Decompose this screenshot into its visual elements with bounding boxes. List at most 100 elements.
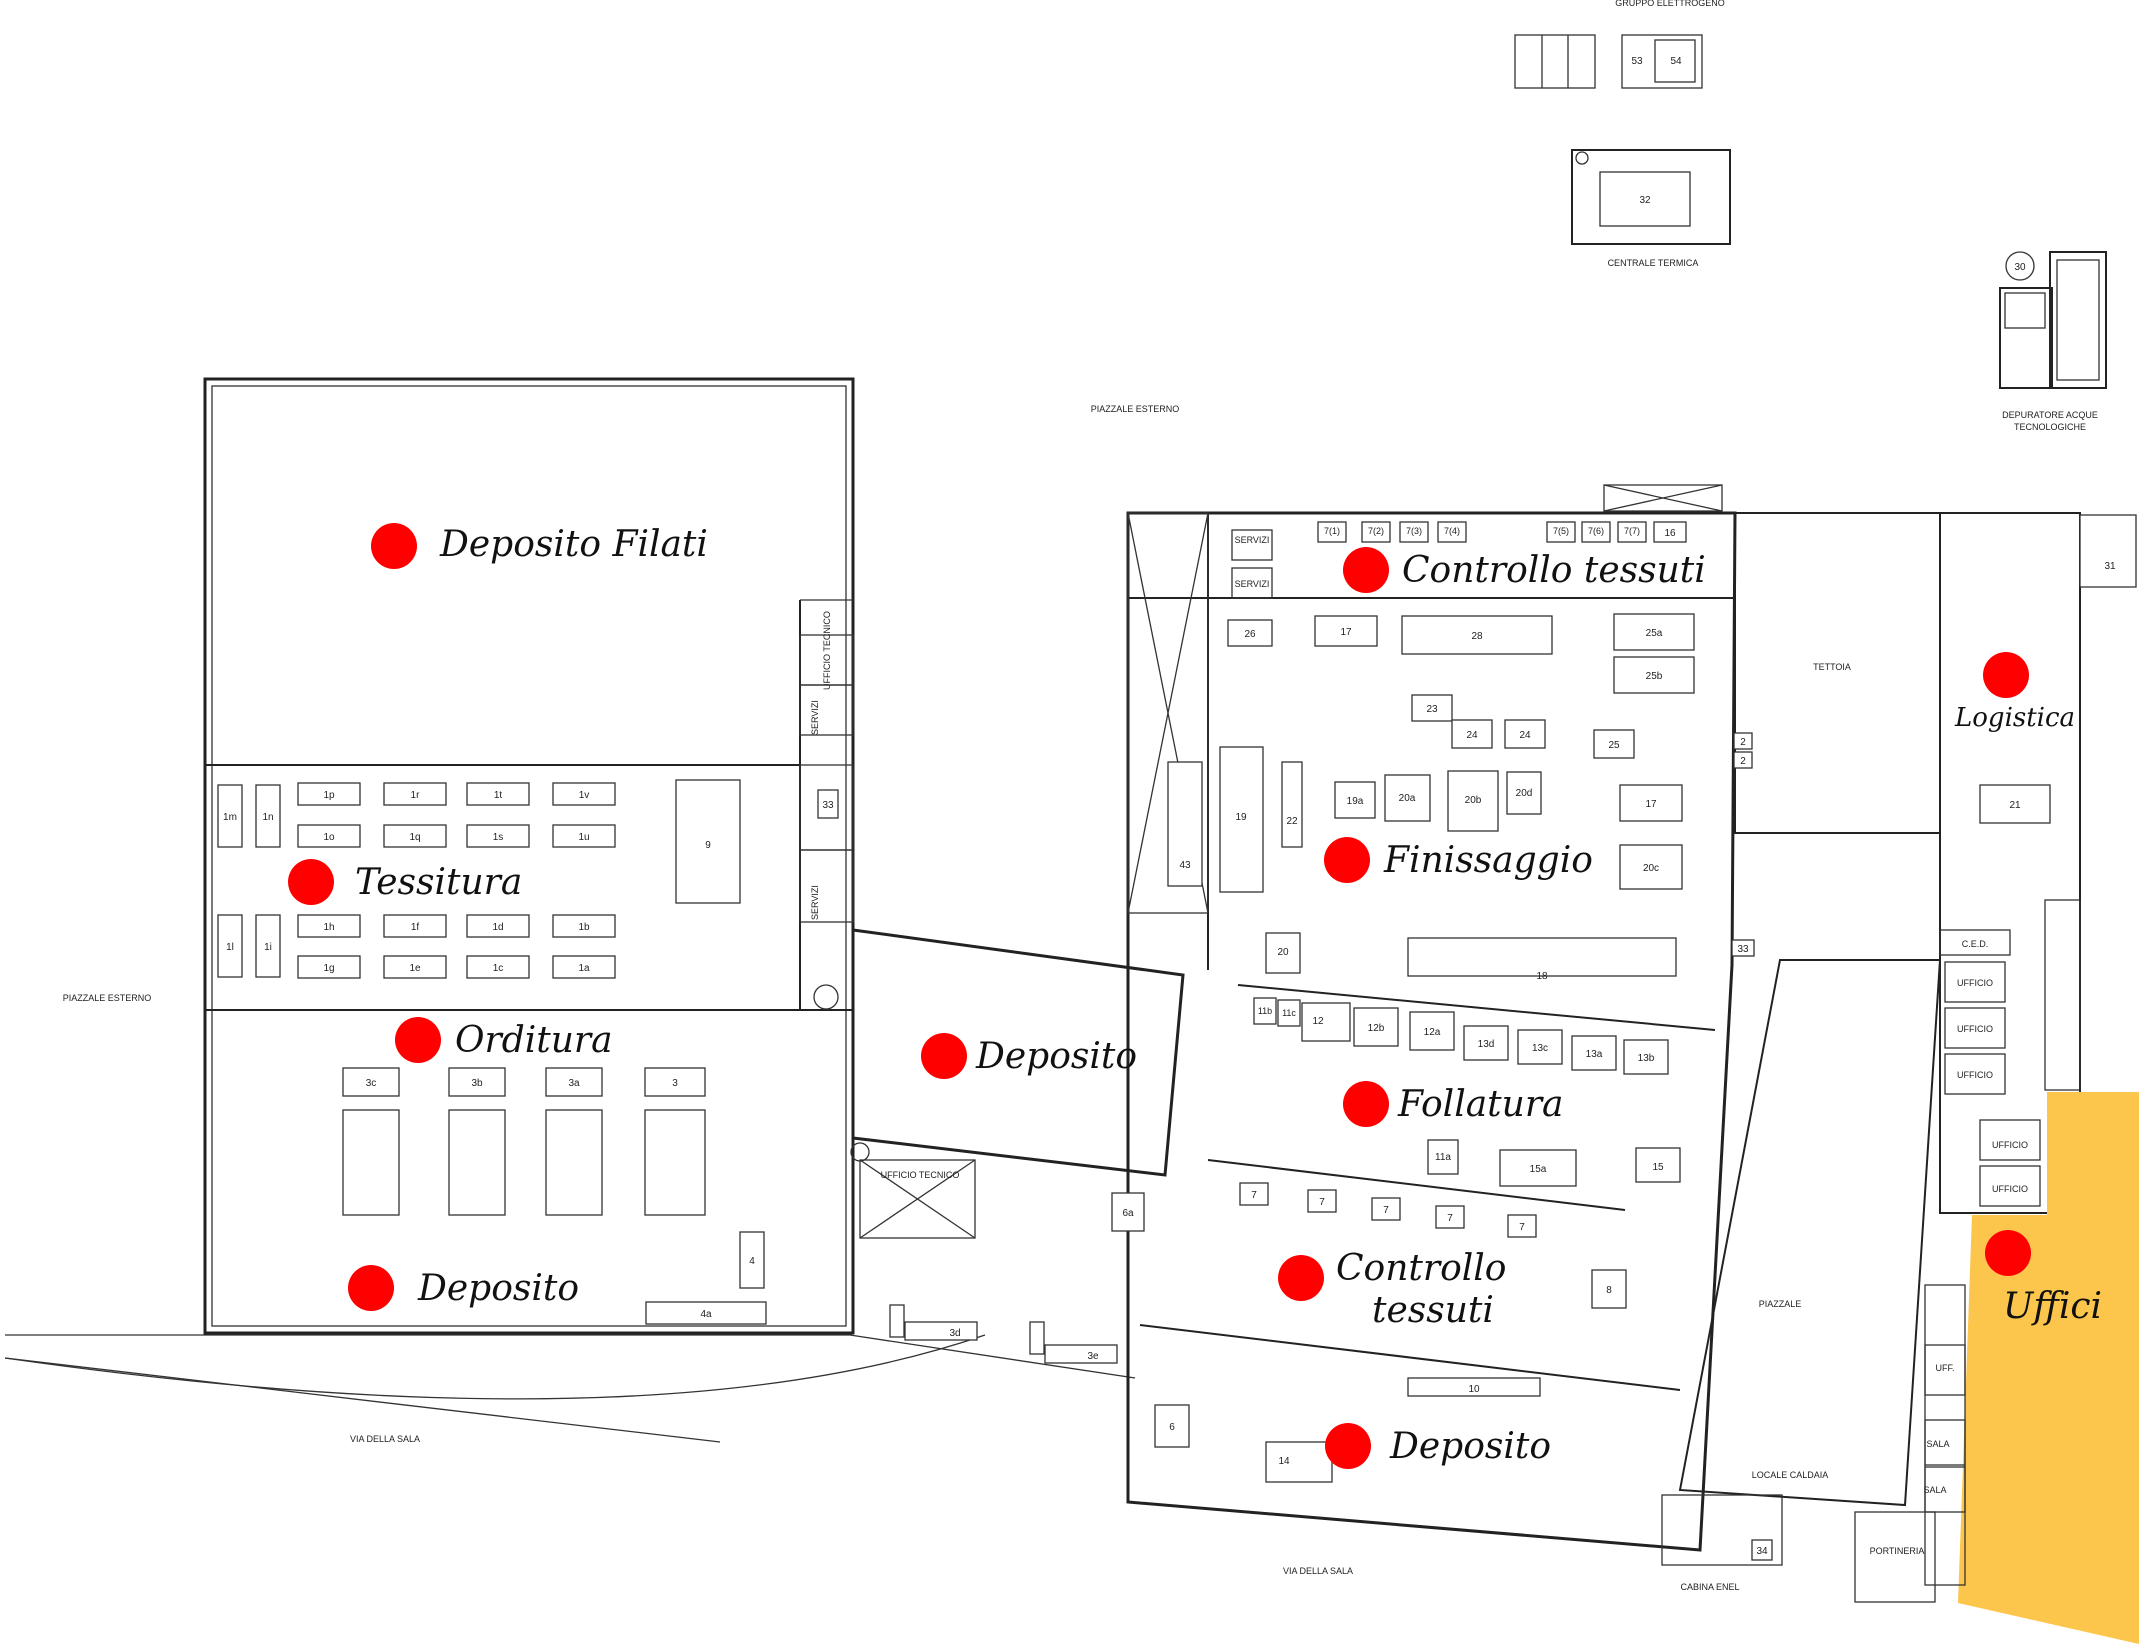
label-6a: 6a: [1122, 1208, 1134, 1219]
marker-finissaggio: [1324, 837, 1370, 883]
marker-deposito-bottom: [1325, 1423, 1371, 1469]
label-1h: 1h: [323, 922, 334, 933]
label-3e: 3e: [1087, 1351, 1099, 1362]
ufficio-tecnico-label: UFFICIO TECNICO: [881, 1170, 960, 1180]
cabina-enel-label: CABINA ENEL: [1680, 1582, 1739, 1592]
label-4a: 4a: [700, 1309, 712, 1320]
label-14: 14: [1278, 1456, 1290, 1467]
area-label-deposito-bottom: Deposito: [1389, 1426, 1551, 1467]
uffici-highlight: [1958, 1092, 2139, 1644]
label-7-2: 7(2): [1368, 526, 1384, 536]
label-2-a: 2: [1740, 737, 1746, 748]
label-43: 43: [1179, 860, 1191, 871]
label-9: 9: [705, 840, 711, 851]
label-23: 23: [1426, 704, 1438, 715]
label-12b: 12b: [1368, 1023, 1385, 1034]
marker-deposito-left: [348, 1265, 394, 1311]
label-7-5: 7(5): [1553, 526, 1569, 536]
servizi-vertical-label-2: SERVIZI: [810, 885, 820, 920]
area-label-controllo-tessuti-top: Controllo tessuti: [1402, 550, 1706, 591]
label-20: 20: [1277, 947, 1289, 958]
tessitura-machines: 1p 1r 1t 1v 1o 1q 1s 1u 1m 1n 1l 1i 1h 1…: [217, 779, 741, 979]
marker-controllo-tessuti-bottom: [1278, 1255, 1324, 1301]
area-label-deposito-middle: Deposito: [975, 1036, 1137, 1077]
label-8: 8: [1606, 1285, 1612, 1296]
area-label-controllo: Controllo: [1336, 1248, 1506, 1289]
label-25b: 25b: [1646, 671, 1663, 682]
label-54: 54: [1670, 56, 1682, 67]
area-label-uffici: Uffici: [2003, 1286, 2102, 1327]
label-2-b: 2: [1740, 756, 1746, 767]
label-20d: 20d: [1516, 788, 1533, 799]
marker-deposito-middle: [921, 1033, 967, 1079]
label-12a: 12a: [1424, 1027, 1441, 1038]
label-1s: 1s: [493, 832, 504, 843]
label-1a: 1a: [578, 963, 590, 974]
left-building: UFFICIO TECNICO SERVIZI SERVIZI 33: [203, 377, 855, 1335]
road-curve: [4, 1334, 986, 1400]
servizi-label-top-2: SERVIZI: [1235, 579, 1270, 589]
label-6: 6: [1169, 1422, 1175, 1433]
area-label-follatura: Follatura: [1397, 1084, 1564, 1125]
label-15a: 15a: [1530, 1164, 1547, 1175]
locale-caldaia-label: LOCALE CALDAIA: [1752, 1470, 1829, 1480]
label-1o: 1o: [323, 832, 335, 843]
area-label-logistica: Logistica: [1954, 703, 2075, 733]
piazzale-label: PIAZZALE: [1759, 1299, 1802, 1309]
orditura-machines: 3c 3b 3a 3 4 4a: [342, 1067, 767, 1325]
label-53: 53: [1631, 56, 1643, 67]
label-3c: 3c: [366, 1078, 377, 1089]
label-1i: 1i: [264, 942, 272, 953]
label-13c: 13c: [1532, 1043, 1548, 1054]
label-22: 22: [1286, 816, 1298, 827]
label-7-6: 7(6): [1588, 526, 1604, 536]
label-1n: 1n: [262, 812, 273, 823]
road-edge-2: [4, 1357, 721, 1443]
via-della-sala-left-label: VIA DELLA SALA: [350, 1434, 420, 1444]
label-7-3: 7(3): [1406, 526, 1422, 536]
label-7-7: 7(7): [1624, 526, 1640, 536]
servizi-vertical-label-1: SERVIZI: [810, 700, 820, 735]
label-24-a: 24: [1466, 730, 1478, 741]
uff-label: UFF.: [1936, 1363, 1955, 1373]
piazzale-esterno-left-label: PIAZZALE ESTERNO: [63, 993, 152, 1003]
label-3b: 3b: [471, 1078, 483, 1089]
marker-uffici: [1985, 1230, 2031, 1276]
label-1t: 1t: [494, 790, 503, 801]
label-28: 28: [1471, 631, 1483, 642]
right-building: TETTOIA 2 2 33 PIAZZALE LOCALE CALDAIA 2…: [1661, 512, 2139, 1644]
ufficio-label-3: UFFICIO: [1957, 1070, 1993, 1080]
depuratore-label-1: DEPURATORE ACQUE: [2002, 410, 2098, 420]
label-7-e: 7: [1519, 1222, 1525, 1233]
marker-follatura: [1343, 1081, 1389, 1127]
ufficio-tecnico-vertical-label: UFFICIO TECNICO: [822, 611, 832, 690]
sala-label-2: SALA: [1923, 1485, 1946, 1495]
label-33-right: 33: [1737, 944, 1749, 955]
label-7-a: 7: [1251, 1190, 1257, 1201]
label-1v: 1v: [579, 790, 590, 801]
label-21: 21: [2009, 800, 2021, 811]
label-31: 31: [2104, 561, 2116, 572]
piazzale-esterno-top-label: PIAZZALE ESTERNO: [1091, 404, 1180, 414]
gruppo-elettrogeno-label: GRUPPO ELETTROGENO: [1615, 0, 1725, 8]
ced-label: C.E.D.: [1962, 939, 1989, 949]
area-label-deposito-filati: Deposito Filati: [439, 524, 708, 565]
label-20c: 20c: [1643, 863, 1659, 874]
label-1e: 1e: [409, 963, 421, 974]
sala-label-1: SALA: [1926, 1439, 1949, 1449]
marker-orditura: [395, 1017, 441, 1063]
portineria-label: PORTINERIA: [1870, 1546, 1925, 1556]
label-7-b: 7: [1319, 1197, 1325, 1208]
depuratore-label-2: TECNOLOGICHE: [2014, 422, 2086, 432]
label-15: 15: [1652, 1162, 1664, 1173]
area-label-finissaggio: Finissaggio: [1383, 840, 1593, 881]
label-1g: 1g: [323, 963, 334, 974]
area-label-orditura: Orditura: [455, 1020, 613, 1061]
label-1r: 1r: [411, 790, 421, 801]
label-13d: 13d: [1478, 1039, 1495, 1050]
label-18: 18: [1536, 971, 1548, 982]
ufficio-label-2: UFFICIO: [1957, 1024, 1993, 1034]
label-33-left: 33: [822, 800, 834, 811]
marker-deposito-filati: [371, 523, 417, 569]
label-30: 30: [2014, 262, 2026, 273]
